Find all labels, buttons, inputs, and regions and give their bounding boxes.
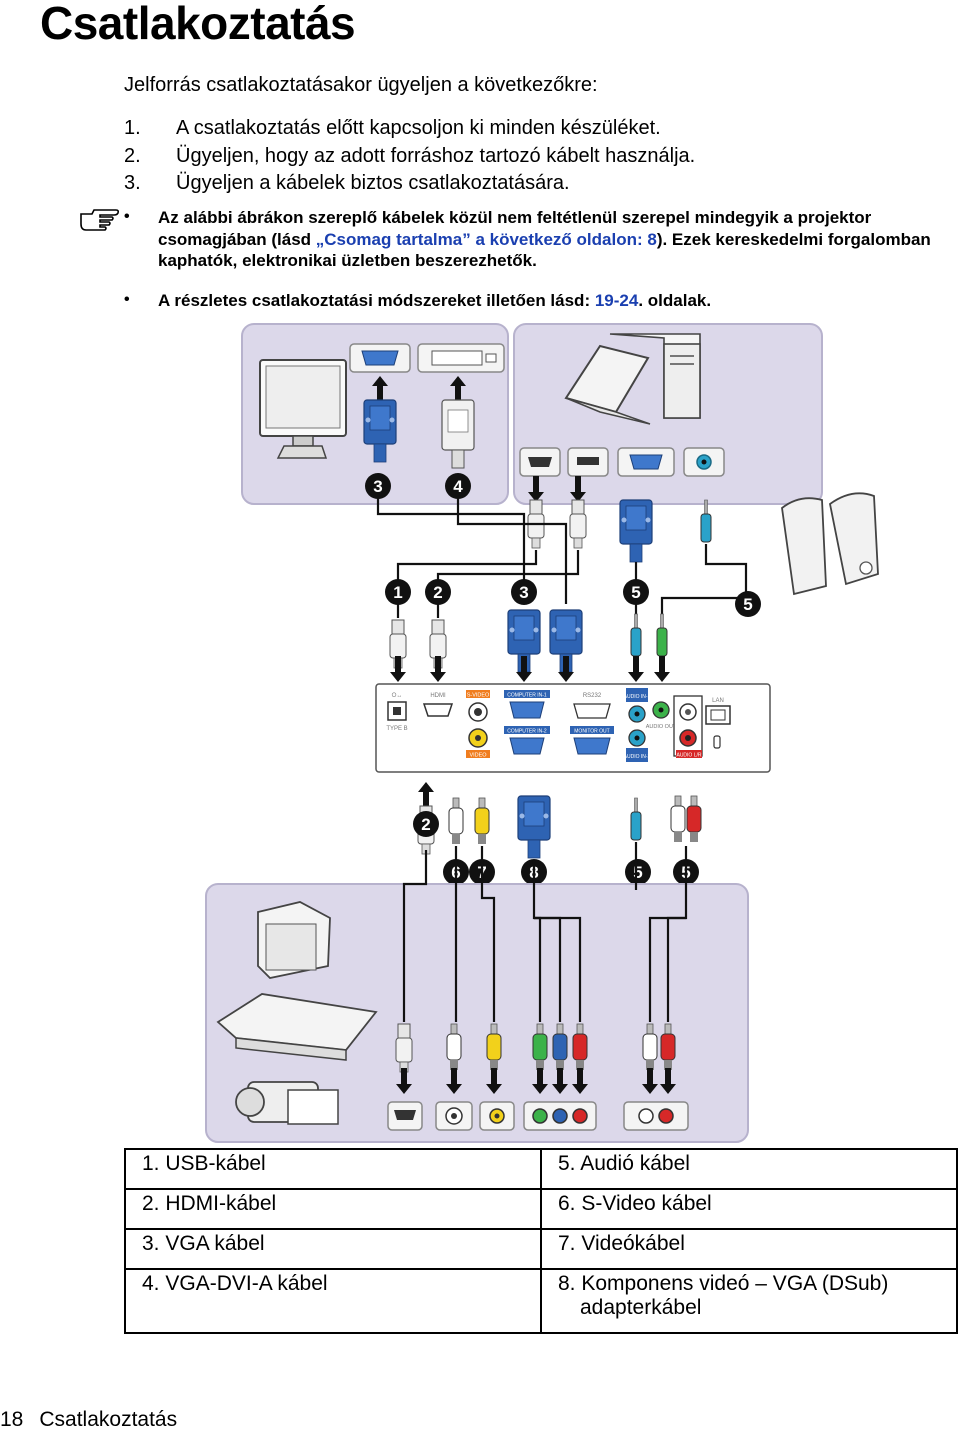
component-port-icon xyxy=(523,1101,597,1131)
svg-text:S-VIDEO: S-VIDEO xyxy=(467,693,490,699)
svg-text:AUDIO L/R: AUDIO L/R xyxy=(676,753,701,759)
table-row: 3. VGA kábel 7. Videókábel xyxy=(124,1228,958,1270)
svg-text:1: 1 xyxy=(393,583,402,602)
legend-cell: 2. HDMI-kábel xyxy=(124,1188,542,1230)
step-list: 1.A csatlakoztatás előtt kapcsoljon ki m… xyxy=(124,115,695,198)
svg-text:AUDIO IN-1: AUDIO IN-1 xyxy=(624,694,651,700)
projector-panel: ⭘↔ TYPE B HDMI S-VIDEO VIDEO COMPUTER IN… xyxy=(375,683,771,773)
marker-2: 2 xyxy=(425,579,451,605)
svg-text:2: 2 xyxy=(433,583,442,602)
svg-text:COMPUTER IN-2: COMPUTER IN-2 xyxy=(507,729,547,735)
legend-cell: 1. USB-kábel xyxy=(124,1148,542,1190)
av-source-panel xyxy=(205,883,749,1143)
table-row: 1. USB-kábel 5. Audió kábel xyxy=(124,1148,958,1190)
svg-text:HDMI: HDMI xyxy=(430,693,446,699)
note-bullet: • xyxy=(124,208,130,225)
laptop-icon xyxy=(564,344,651,425)
step-item: 3.Ügyeljen a kábelek biztos csatlakoztat… xyxy=(124,172,570,194)
legend-cell: 3. VGA kábel xyxy=(124,1228,542,1270)
svg-text:TYPE B: TYPE B xyxy=(386,726,407,732)
legend-cell: 4. VGA-DVI-A kábel xyxy=(124,1268,542,1334)
game-console-icon xyxy=(257,901,331,979)
svg-text:3: 3 xyxy=(519,583,528,602)
svg-text:AUDIO OUT: AUDIO OUT xyxy=(646,724,677,730)
note-details: A részletes csatlakoztatási módszereket … xyxy=(158,291,712,310)
marker-3: 3 xyxy=(511,579,537,605)
marker-2: 2 xyxy=(413,811,439,837)
speakers-icon xyxy=(781,492,879,596)
page-title: Csatlakoztatás xyxy=(40,0,356,49)
svg-text:⭘↔: ⭘↔ xyxy=(392,692,403,699)
monitor-icon xyxy=(259,359,347,459)
camcorder-icon xyxy=(235,1081,339,1125)
svg-text:LAN: LAN xyxy=(712,698,724,704)
hdmi-port-icon xyxy=(519,447,561,477)
hdmi-port-icon xyxy=(387,1101,423,1131)
svg-text:3: 3 xyxy=(373,477,382,496)
marker-5: 5 xyxy=(623,579,649,605)
svg-text:5: 5 xyxy=(743,595,752,614)
svg-text:2: 2 xyxy=(421,815,430,834)
cable-legend-table: 1. USB-kábel 5. Audió kábel 2. HDMI-kábe… xyxy=(124,1148,958,1334)
dvi-port-icon xyxy=(417,343,505,373)
step-item: 1.A csatlakoztatás előtt kapcsoljon ki m… xyxy=(124,117,661,139)
audio-port-icon xyxy=(683,447,725,477)
page-footer: 18 Csatlakoztatás xyxy=(0,1408,177,1432)
intro-text: Jelforrás csatlakoztatásakor ügyeljen a … xyxy=(124,74,598,96)
svg-text:VIDEO: VIDEO xyxy=(469,753,487,759)
link-package-contents[interactable]: „Csomag tartalma” a következő oldalon: 8 xyxy=(315,229,657,249)
page-number: 18 xyxy=(0,1408,24,1431)
note-bullet: • xyxy=(124,291,130,308)
svg-text:AUDIO IN-2: AUDIO IN-2 xyxy=(624,754,651,760)
legend-cell: 7. Videókábel xyxy=(540,1228,958,1270)
svideo-port-icon xyxy=(435,1101,473,1131)
dvd-player-icon xyxy=(216,993,378,1061)
audio-rca-port-icon xyxy=(623,1101,689,1131)
link-pages[interactable]: 19-24 xyxy=(594,291,639,310)
dvi-plug-icon xyxy=(441,399,475,469)
usb-port-icon xyxy=(567,447,609,477)
table-row: 2. HDMI-kábel 6. S-Video kábel xyxy=(124,1188,958,1230)
legend-cell: 8. Komponens videó – VGA (DSub) adapterk… xyxy=(540,1268,958,1334)
pointing-hand-icon xyxy=(78,204,120,237)
connection-diagram: 3 4 1 2 3 5 5 xyxy=(0,318,960,1153)
marker-1: 1 xyxy=(385,579,411,605)
svg-text:RS232: RS232 xyxy=(583,693,602,699)
marker-3: 3 xyxy=(365,473,391,499)
table-row: 4. VGA-DVI-A kábel 8. Komponens videó – … xyxy=(124,1268,958,1334)
vga-port-icon xyxy=(617,447,675,477)
video-port-icon xyxy=(479,1101,515,1131)
marker-4: 4 xyxy=(445,473,471,499)
vga-port-icon xyxy=(349,343,411,373)
svg-text:5: 5 xyxy=(631,583,640,602)
marker-5: 5 xyxy=(735,591,761,617)
note-cables: Az alábbi ábrákon szereplő kábelek közül… xyxy=(158,208,931,270)
step-item: 2.Ügyeljen, hogy az adott forráshoz tart… xyxy=(124,144,696,167)
legend-cell: 6. S-Video kábel xyxy=(540,1188,958,1230)
legend-cell: 5. Audió kábel xyxy=(540,1148,958,1190)
svg-text:COMPUTER IN-1: COMPUTER IN-1 xyxy=(507,693,547,699)
svg-text:4: 4 xyxy=(453,477,463,496)
footer-section: Csatlakoztatás xyxy=(39,1408,178,1431)
svg-text:MONITOR OUT: MONITOR OUT xyxy=(574,729,609,735)
desktop-tower-icon xyxy=(609,333,701,419)
svg-text:5: 5 xyxy=(633,863,642,882)
marker-5: 5 xyxy=(625,859,651,885)
